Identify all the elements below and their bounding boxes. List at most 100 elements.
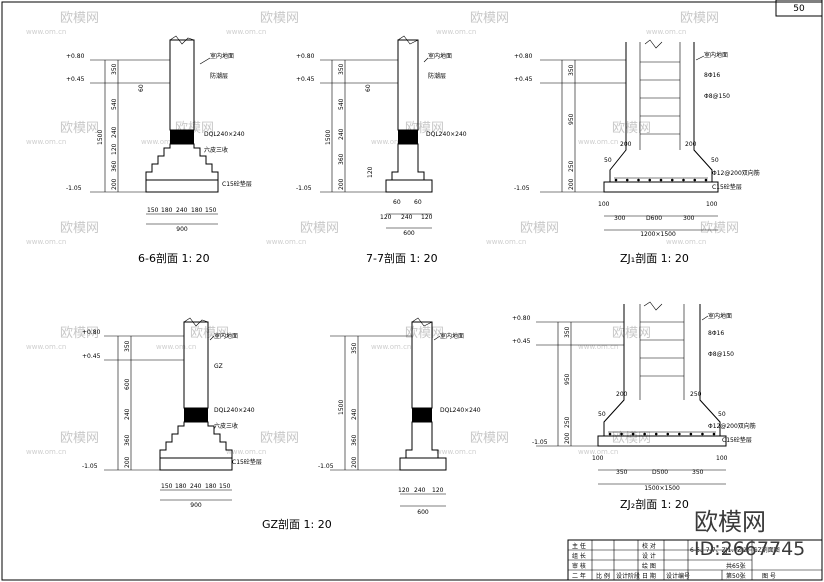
dim-label: D500 (652, 469, 668, 476)
watermark-text: 欧模网 (470, 431, 509, 446)
watermark-text: 欧模网 (60, 431, 99, 446)
watermark-url: www.om.cn (226, 28, 266, 36)
callout: 防潮层 (428, 72, 446, 80)
dim-label: 350 (568, 64, 575, 76)
rebar-dot (643, 432, 646, 436)
watermark-url: www.om.cn (436, 448, 476, 456)
section-6-6: +0.80 +0.45 -1.05 350 60 540 1500 240 12… (66, 35, 252, 265)
callout: 室内地面 (428, 52, 452, 60)
dim-label: 150 (147, 207, 159, 214)
watermark-text: 欧模网 (260, 431, 299, 446)
tb-cell: 设计编号 (666, 572, 690, 580)
watermark-url: www.om.cn (578, 138, 618, 146)
dim-label: 360 (338, 153, 345, 165)
section-title: GZ剖面 1: 20 (262, 517, 332, 531)
watermark-url: www.om.cn (646, 28, 686, 36)
watermark-url: www.om.cn (26, 343, 66, 351)
dim-label: 1500 (97, 130, 104, 145)
level-label: -1.05 (66, 185, 82, 192)
callout: 防潮层 (210, 72, 228, 80)
tb-cell: 设 计 (642, 552, 656, 560)
dim-label: 120 (111, 143, 118, 155)
dim-label: 360 (351, 434, 358, 446)
level-label: -1.05 (82, 463, 98, 470)
dim-label: 300 (614, 215, 626, 222)
level-label: +0.80 (512, 315, 531, 322)
tb-cell: 日 期 (642, 572, 656, 580)
tb-cell: 审 核 (572, 562, 586, 570)
dim-label: 240 (338, 128, 345, 140)
level-label: +0.80 (66, 53, 85, 60)
dim-label: 100 (716, 455, 728, 462)
watermark-text: 欧模网 (190, 326, 229, 341)
ring-beam (170, 130, 194, 144)
dim-total: 1200×1500 (640, 231, 676, 238)
rebar-dot (670, 178, 674, 182)
drawing-name: 6-6、7-7、ZJ1、ZJ2、GZ剖面图 (690, 546, 780, 554)
section-title: 7-7剖面 1: 20 (366, 251, 438, 265)
dim-label: 120 (380, 214, 392, 221)
dim-label: 120 (432, 487, 444, 494)
dim-label: 350 (111, 63, 118, 75)
level-label: +0.45 (512, 338, 531, 345)
level-label: +0.45 (82, 353, 101, 360)
dim-label: 240 (190, 483, 202, 490)
dim-label: 250 (690, 391, 702, 398)
rebar-dot (678, 432, 681, 436)
dim-label: 120 (421, 214, 433, 221)
dim-label: 60 (393, 199, 401, 206)
level-label: -1.05 (318, 463, 334, 470)
dim-label: 350 (564, 326, 571, 338)
rebar-dot (701, 432, 704, 436)
dim-label: 200 (685, 141, 697, 148)
watermark-url: www.om.cn (141, 138, 181, 146)
watermark-text: 欧模网 (612, 326, 651, 341)
dim-label: 250 (568, 160, 575, 172)
dim-label: 540 (338, 98, 345, 110)
watermark-text: 欧模网 (612, 121, 651, 136)
rebar-dot (648, 178, 652, 182)
callout: DQL240×240 (440, 407, 481, 414)
rebar-dot (631, 432, 635, 436)
dim-label: 120 (367, 166, 374, 178)
callout: 8Φ16 (704, 72, 720, 79)
watermark-text: 欧模网 (60, 11, 99, 26)
callout: 室内地面 (704, 51, 728, 59)
callout: DQL240×240 (204, 131, 245, 138)
break-line (169, 35, 195, 45)
dim-label: 1500 (338, 400, 345, 415)
callout: 室内地面 (210, 52, 234, 60)
dim-label: 200 (564, 432, 571, 444)
dim-label: 360 (111, 160, 118, 172)
section-zj1: +0.80 +0.45 -1.05 350 950 250 200 200 20… (514, 39, 760, 265)
dim-label: 180 (191, 207, 203, 214)
dim-total: 1500×1500 (644, 485, 680, 492)
dim-label: 100 (592, 455, 604, 462)
dim-label: 50 (711, 157, 719, 164)
tb-cell: 设计阶段 (616, 572, 640, 580)
dim-label: 350 (616, 469, 628, 476)
rebar-dot (614, 178, 618, 182)
watermark-url: www.om.cn (486, 238, 526, 246)
section-7-7: +0.80 +0.45 -1.05 350 60 540 1500 240 36… (296, 35, 467, 265)
callout: Φ12@200双向筋 (712, 169, 760, 177)
dim-label: 150 (161, 483, 173, 490)
watermark-text: 欧模网 (260, 11, 299, 26)
watermark-url: www.om.cn (371, 343, 411, 351)
callout: C15砼垫层 (222, 180, 252, 188)
section-title: ZJ₁剖面 1: 20 (620, 251, 689, 265)
level-label: +0.45 (514, 76, 533, 83)
callout: DQL240×240 (426, 131, 467, 138)
dim-label: 150 (219, 483, 231, 490)
tb-cell: 共65张 (726, 562, 746, 570)
level-label: +0.80 (82, 329, 101, 336)
watermark-url: www.om.cn (26, 448, 66, 456)
rebar-dot (654, 432, 658, 436)
dim-label: 200 (620, 141, 632, 148)
tb-cell: 比 例 (596, 572, 610, 580)
watermark-text: 欧模网 (60, 326, 99, 341)
tb-cell: 绘 图 (642, 562, 656, 570)
watermark-url: www.om.cn (266, 238, 306, 246)
watermark-url: www.om.cn (666, 238, 706, 246)
